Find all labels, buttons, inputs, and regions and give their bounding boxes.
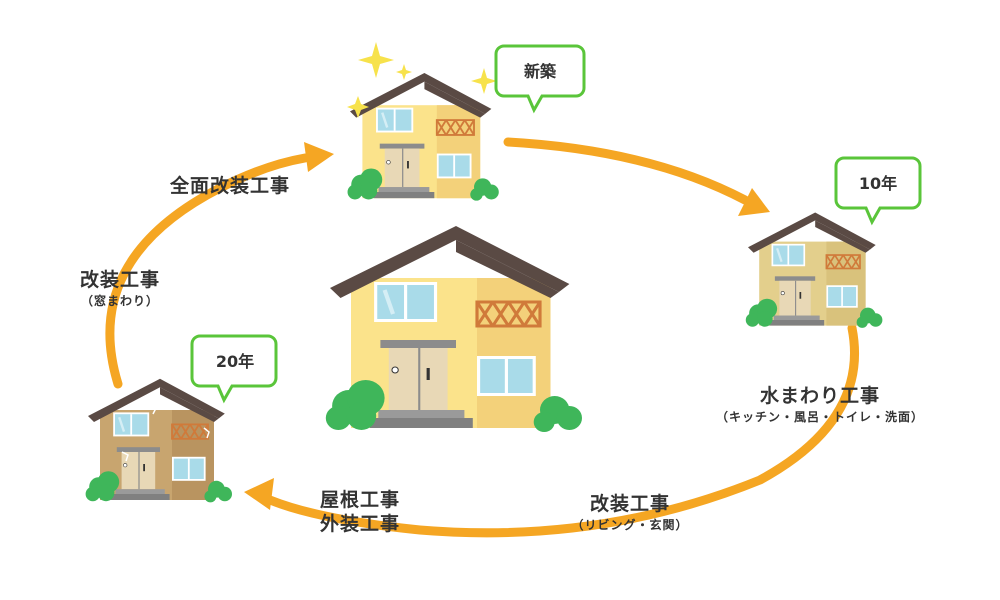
bubble-new: 新築 bbox=[494, 44, 586, 114]
cycle-arrows bbox=[105, 137, 860, 538]
bubble-new-label: 新築 bbox=[524, 62, 557, 81]
house-20-years bbox=[84, 377, 234, 504]
arrow-20-to-new bbox=[105, 153, 310, 389]
exterior-works-label: 屋根工事 外装工事 bbox=[320, 488, 440, 536]
water-works-detail: （キッチン・風呂・トイレ・洗面） bbox=[715, 410, 924, 424]
window-renovation-detail: （窓まわり） bbox=[80, 294, 159, 308]
arrow-10-to-20 bbox=[265, 323, 860, 538]
exterior-works-title: 外装工事 bbox=[320, 513, 401, 535]
window-renovation-label: 改装工事 （窓まわり） bbox=[50, 268, 190, 310]
arrow-new-to-10 bbox=[503, 137, 750, 205]
bubble-10-years: 10年 bbox=[834, 156, 922, 226]
water-works-label: 水まわり工事 （キッチン・風呂・トイレ・洗面） bbox=[700, 384, 940, 426]
water-works-title: 水まわり工事 bbox=[759, 385, 880, 407]
full-renovation-label: 全面改装工事 bbox=[150, 174, 310, 198]
house-new bbox=[346, 71, 501, 202]
house-10-years bbox=[744, 211, 884, 329]
sparkle-icon bbox=[347, 96, 369, 118]
interior-renovation-label: 改装工事 （リビング・玄関） bbox=[560, 492, 700, 534]
full-renovation-title: 全面改装工事 bbox=[169, 175, 290, 197]
arrowhead-new bbox=[304, 142, 334, 172]
house-center bbox=[326, 226, 582, 432]
sparkle-icon bbox=[396, 64, 412, 80]
bubble-20-years: 20年 bbox=[190, 334, 278, 404]
interior-renovation-title: 改装工事 bbox=[589, 493, 670, 515]
roof-works-title: 屋根工事 bbox=[320, 489, 401, 511]
arrowhead-20 bbox=[244, 478, 274, 510]
window-renovation-title: 改装工事 bbox=[79, 269, 160, 291]
crack-marks bbox=[121, 401, 210, 462]
arrowhead-10 bbox=[738, 188, 770, 216]
sparkle-icons bbox=[347, 42, 497, 118]
interior-renovation-detail: （リビング・玄関） bbox=[571, 518, 689, 532]
bubble-20-years-label: 20年 bbox=[216, 352, 254, 371]
bubble-10-years-label: 10年 bbox=[859, 174, 897, 193]
sparkle-icon bbox=[358, 42, 394, 78]
sparkle-icon bbox=[471, 68, 497, 94]
